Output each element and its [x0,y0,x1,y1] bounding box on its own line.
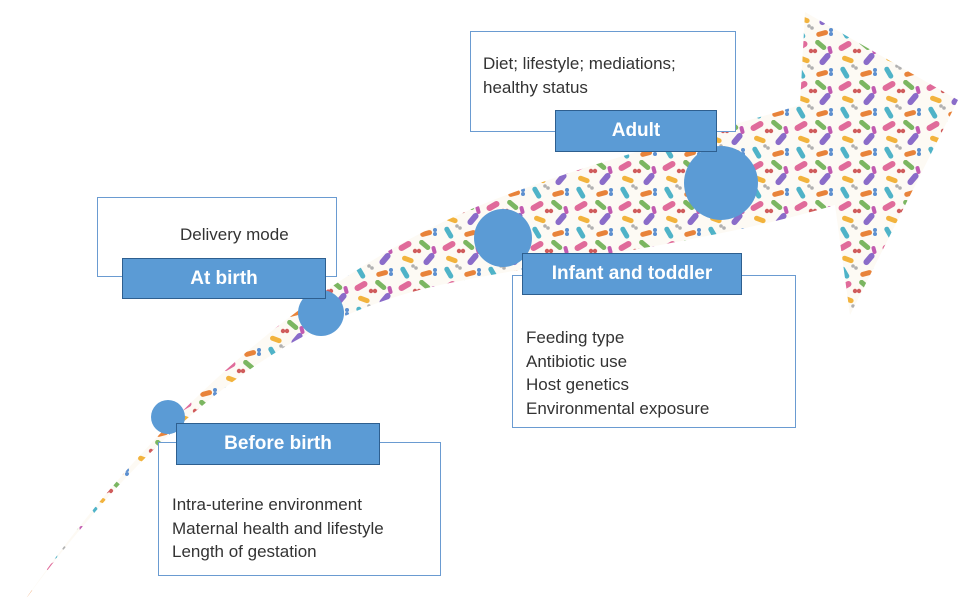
infant-toddler-label: Infant and toddler [522,253,742,295]
adult-factor-line: healthy status [483,76,676,100]
infant-factor-line: Host genetics [526,373,709,397]
infant-toddler-factors-box: Feeding type Antibiotic use Host genetic… [512,275,796,428]
adult-dot [684,146,758,220]
at-birth-label: At birth [122,258,326,299]
before-birth-label: Before birth [176,423,380,465]
before-birth-factor-line: Maternal health and lifestyle [172,517,384,541]
adult-label: Adult [555,110,717,152]
infant-factor-line: Antibiotic use [526,350,709,374]
infant-factor-line: Feeding type [526,326,709,350]
infant-factor-line: Environmental exposure [526,397,709,421]
before-birth-factor-line: Length of gestation [172,540,384,564]
at-birth-factor-line: Delivery mode [180,223,289,247]
adult-factor-line: Diet; lifestyle; mediations; [483,52,676,76]
before-birth-factor-line: Intra-uterine environment [172,493,384,517]
